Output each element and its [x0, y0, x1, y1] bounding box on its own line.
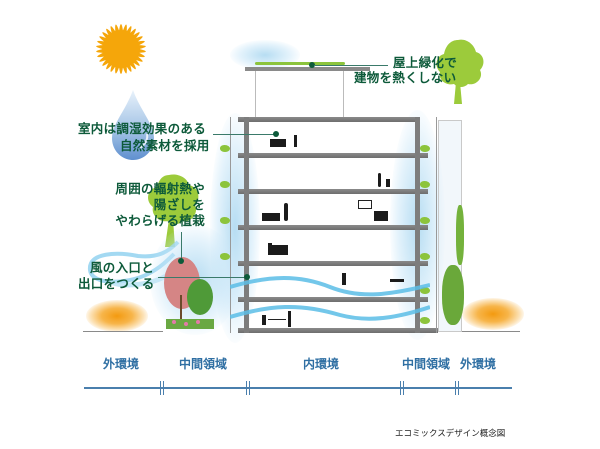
zone-label-inner: 内環境 — [303, 357, 340, 371]
heat-glow-icon — [86, 300, 148, 332]
zone-label-intermediate-right: 中間領域 — [402, 357, 451, 371]
tree-icon — [432, 38, 486, 106]
roof-greening-marker — [309, 62, 315, 68]
roof-greening-label-2: 建物を熱くしない — [354, 70, 457, 85]
humidity-marker — [273, 131, 279, 137]
water-drop-icon — [110, 88, 156, 162]
wind-label: 風の入口と 出口をつくる — [78, 260, 155, 291]
wind-marker — [244, 274, 250, 280]
ground-line — [83, 331, 163, 332]
humidity-material-label-2: 自然素材を採用 — [120, 138, 210, 153]
heat-glow-icon — [462, 298, 524, 330]
sun-icon — [86, 14, 156, 84]
zone-label-outer-right: 外環境 — [460, 357, 497, 371]
zone-divider — [455, 381, 456, 395]
planting-marker — [178, 258, 184, 264]
humidity-material-label: 室内は調湿効果のある — [78, 121, 207, 136]
zone-label-intermediate-left: 中間領域 — [179, 357, 228, 371]
humidity-leader — [213, 134, 276, 135]
roof-greening-label: 屋上緑化で — [393, 55, 458, 70]
zone-scale-line — [84, 387, 512, 389]
zone-divider — [246, 381, 247, 395]
zone-divider — [160, 381, 161, 395]
ground-line — [460, 331, 520, 332]
planting-leader — [181, 232, 182, 260]
tree-icon — [160, 255, 215, 330]
wind-leader — [158, 277, 246, 278]
zone-label-outer-left: 外環境 — [103, 357, 140, 371]
roof-greening-leader — [314, 65, 388, 66]
diagram-caption: エコミックスデザイン概念図 — [395, 429, 506, 439]
planting-label: 周囲の輻射熱や 陽ざしを やわらげる植栽 — [115, 181, 205, 228]
zone-divider — [400, 381, 401, 395]
